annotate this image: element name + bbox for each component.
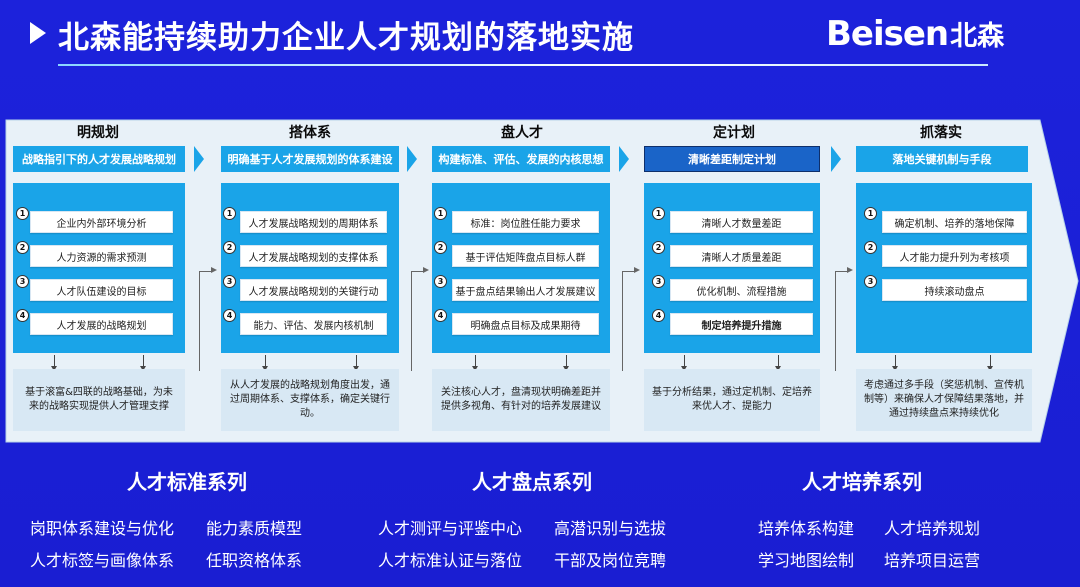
step-summary: 基于滚富&四联的战略基础，为未来的战略实现提供人才管理支撑 (13, 369, 185, 431)
down-arrow-icon (775, 355, 781, 371)
series-item: 岗职体系建设与优化 (30, 519, 175, 538)
connector-line (199, 271, 211, 371)
step-title: 搭体系 (289, 125, 331, 141)
list-item: 人才发展战略规划的周期体系 (240, 211, 387, 233)
list-item: 持续滚动盘点 (882, 279, 1027, 301)
step-title: 明规划 (77, 125, 119, 141)
series-item: 培养项目运营 (884, 551, 981, 570)
step-summary: 从人才发展的战略规划角度出发，通过周期体系、支撑体系，确定关键行动。 (221, 369, 399, 431)
number-1-icon: 1 (16, 207, 29, 220)
banner-arrow-icon (407, 146, 417, 172)
down-arrow-icon (563, 355, 569, 371)
connector-line (835, 271, 847, 371)
step-title: 盘人才 (501, 125, 543, 141)
down-arrow-icon (140, 355, 146, 371)
beisen-logo: Beisen北森 (826, 14, 1005, 54)
step-banner: 构建标准、评估、发展的内核思想 (432, 146, 610, 172)
number-3-icon: 3 (652, 275, 665, 288)
list-item: 确定机制、培养的落地保障 (882, 211, 1027, 233)
list-item: 优化机制、流程措施 (670, 279, 813, 301)
series-item: 能力素质模型 (206, 519, 303, 538)
down-arrow-icon (262, 355, 268, 371)
step-banner: 落地关键机制与手段 (856, 146, 1028, 172)
list-item: 人才发展的战略规划 (30, 313, 173, 335)
connector-arrow-icon (211, 267, 217, 273)
list-item: 企业内外部环境分析 (30, 211, 173, 233)
banner-arrow-icon (619, 146, 629, 172)
connector-arrow-icon (423, 267, 429, 273)
list-item: 人才队伍建设的目标 (30, 279, 173, 301)
series-title: 人才培养系列 (802, 470, 922, 494)
series-item: 人才标签与画像体系 (30, 551, 175, 570)
number-4-icon: 4 (652, 309, 665, 322)
series-item: 人才培养规划 (884, 519, 981, 538)
down-arrow-icon (472, 355, 478, 371)
title-triangle-icon (30, 22, 46, 44)
list-item: 能力、评估、发展内核机制 (240, 313, 387, 335)
down-arrow-icon (681, 355, 687, 371)
step-title: 定计划 (713, 125, 755, 141)
number-3-icon: 3 (223, 275, 236, 288)
down-arrow-icon (51, 355, 57, 371)
banner-arrow-icon (831, 146, 841, 172)
step-summary: 考虑通过多手段（奖惩机制、宣传机制等）来确保人才保障结果落地，并通过持续盘点来持… (856, 369, 1032, 431)
list-item: 清晰人才质量差距 (670, 245, 813, 267)
list-item: 人才能力提升列为考核项 (882, 245, 1027, 267)
list-item: 清晰人才数量差距 (670, 211, 813, 233)
step-summary: 关注核心人才，盘清现状明确差距并提供多视角、有针对的培养发展建议 (432, 369, 610, 431)
number-2-icon: 2 (434, 241, 447, 254)
number-3-icon: 3 (16, 275, 29, 288)
number-1-icon: 1 (652, 207, 665, 220)
series-item: 人才测评与评鉴中心 (378, 519, 523, 538)
series-item: 培养体系构建 (758, 519, 855, 538)
connector-line (411, 271, 423, 371)
number-1-icon: 1 (864, 207, 877, 220)
list-item: 基于评估矩阵盘点目标人群 (452, 245, 599, 267)
list-item: 制定培养提升措施 (670, 313, 813, 335)
number-4-icon: 4 (16, 309, 29, 322)
list-item: 基于盘点结果输出人才发展建议 (452, 279, 599, 301)
number-1-icon: 1 (434, 207, 447, 220)
number-2-icon: 2 (652, 241, 665, 254)
number-4-icon: 4 (434, 309, 447, 322)
title-divider (58, 64, 988, 66)
series-item: 任职资格体系 (206, 551, 303, 570)
list-item: 明确盘点目标及成果期待 (452, 313, 599, 335)
step-banner: 明确基于人才发展规划的体系建设 (221, 146, 399, 172)
number-3-icon: 3 (434, 275, 447, 288)
page-title: 北森能持续助力企业人才规划的落地实施 (58, 20, 634, 56)
step-panel (856, 183, 1032, 353)
connector-arrow-icon (847, 267, 853, 273)
number-1-icon: 1 (223, 207, 236, 220)
list-item: 人才发展战略规划的支撑体系 (240, 245, 387, 267)
banner-arrow-icon (194, 146, 204, 172)
series-item: 学习地图绘制 (758, 551, 855, 570)
number-2-icon: 2 (223, 241, 236, 254)
number-2-icon: 2 (864, 241, 877, 254)
down-arrow-icon (892, 355, 898, 371)
series-title: 人才盘点系列 (472, 470, 592, 494)
connector-line (622, 271, 634, 371)
number-3-icon: 3 (864, 275, 877, 288)
step-title: 抓落实 (920, 125, 962, 141)
series-title: 人才标准系列 (127, 470, 247, 494)
down-arrow-icon (987, 355, 993, 371)
number-2-icon: 2 (16, 241, 29, 254)
number-4-icon: 4 (223, 309, 236, 322)
step-banner: 战略指引下的人才发展战略规划 (13, 146, 185, 172)
series-item: 高潜识别与选拔 (554, 519, 667, 538)
connector-arrow-icon (634, 267, 640, 273)
list-item: 人力资源的需求预测 (30, 245, 173, 267)
list-item: 标准：岗位胜任能力要求 (452, 211, 599, 233)
series-item: 干部及岗位竞聘 (554, 551, 667, 570)
step-summary: 基于分析结果，通过定机制、定培养来优人才、提能力 (644, 369, 820, 431)
step-banner: 清晰差距制定计划 (644, 146, 820, 172)
down-arrow-icon (353, 355, 359, 371)
series-item: 人才标准认证与落位 (378, 551, 523, 570)
list-item: 人才发展战略规划的关键行动 (240, 279, 387, 301)
